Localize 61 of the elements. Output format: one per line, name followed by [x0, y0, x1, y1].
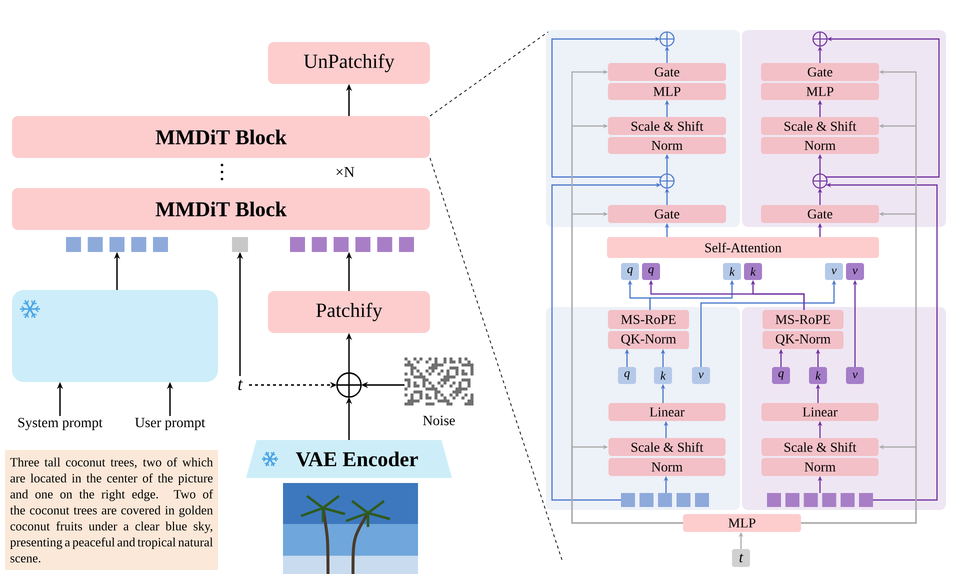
input-label: User prompt [135, 418, 206, 430]
vector-chip: v [846, 367, 864, 384]
encoder-box: VAE Encoder [246, 440, 452, 478]
vector-chip: k [723, 263, 741, 280]
variable-label: t [238, 380, 243, 390]
sum-circle [659, 173, 675, 189]
sum-circle [659, 31, 675, 47]
block-box: MMDiT Block [12, 116, 430, 158]
layer-box: Gate [608, 63, 726, 81]
process-box: Patchify [268, 291, 430, 333]
vector-chip: q [772, 367, 790, 384]
layer-box: QK-Norm [762, 331, 844, 349]
layer-box: QK-Norm [608, 331, 689, 349]
noise-picture [404, 358, 474, 406]
vector-chip: v [825, 263, 843, 280]
model-box [12, 290, 218, 382]
token-row [767, 493, 873, 507]
layer-box: Scale & Shift [608, 438, 726, 456]
vector-chip: v [846, 263, 864, 280]
vector-chip: k [654, 367, 672, 384]
layer-box: Norm [761, 137, 879, 154]
layer-box: Scale & Shift [608, 117, 726, 135]
vector-chip: k [809, 367, 827, 384]
layer-box: MS-RoPE [608, 310, 689, 329]
sum-circle [812, 173, 828, 189]
layer-box: MLP [683, 514, 801, 532]
token-row [66, 237, 168, 252]
vector-chip: q [618, 367, 636, 384]
text-box: Three tall coconut trees, two of which are located in the center of the picture and one on the right edge. Two of the coconut trees are covered in golden coconut fruits under a clear blue sky, presenting a peaceful and tropical natural scene. [5, 450, 218, 570]
block-box: MMDiT Block [12, 188, 430, 230]
picture-caption: Noise [423, 416, 455, 426]
process-box: UnPatchify [268, 42, 430, 84]
layer-box: Scale & Shift [762, 438, 878, 456]
layer-box: Gate [761, 63, 879, 81]
vector-chip: v [692, 367, 710, 384]
sum-circle [812, 31, 828, 47]
layer-box: MS-RoPE [762, 310, 844, 329]
vector-chip: q [621, 263, 639, 280]
arrow [551, 36, 661, 178]
layer-box: Gate [761, 205, 879, 223]
timestep-box: t [732, 549, 750, 567]
input-label: System prompt [18, 418, 103, 430]
layer-box: Linear [762, 403, 878, 421]
layer-box: Norm [608, 458, 726, 476]
sum-circle [336, 372, 362, 398]
layer-box: MLP [761, 83, 879, 100]
layer-box: Self-Attention [607, 237, 879, 258]
vector-chip: q [642, 263, 660, 280]
token-row [290, 237, 414, 252]
vector-chip: k [744, 263, 762, 280]
layer-box: Scale & Shift [761, 117, 879, 135]
layer-box: Gate [608, 205, 726, 223]
layer-box: Norm [608, 137, 726, 154]
repeat-label: ×N [336, 167, 354, 177]
layer-box: Linear [608, 403, 726, 421]
token-row [232, 237, 248, 252]
photo [283, 483, 418, 574]
arrow [571, 444, 683, 524]
layer-box: Norm [762, 458, 878, 476]
token-row [621, 493, 709, 507]
layer-box: MLP [608, 83, 726, 100]
